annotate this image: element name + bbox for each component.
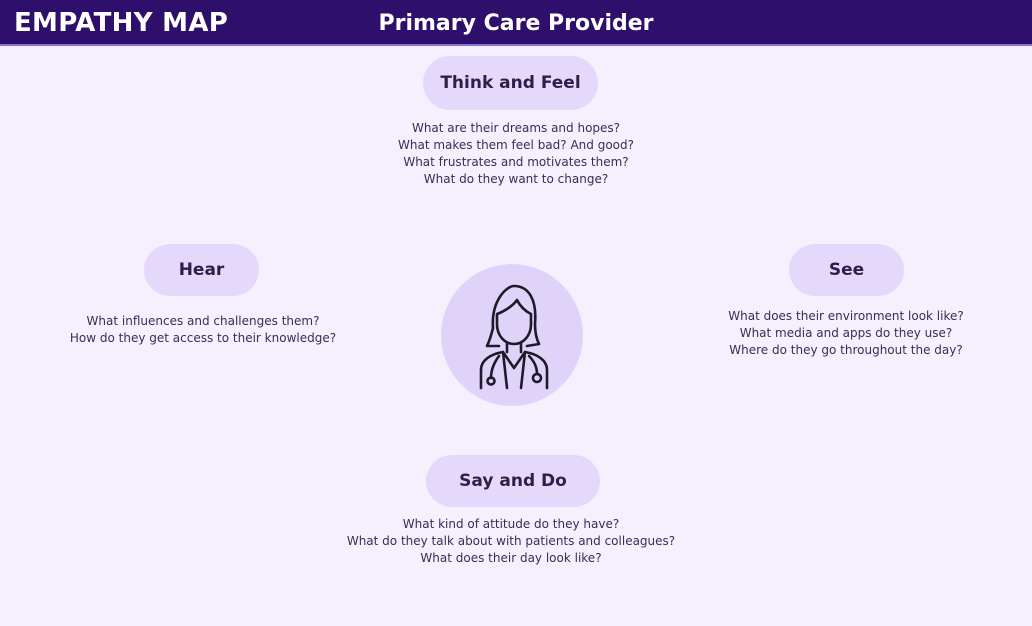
hear-questions: What influences and challenges them? How… [28, 313, 378, 347]
question: What do they talk about with patients an… [346, 534, 676, 548]
question: What does their environment look like? [728, 309, 964, 323]
map-title: EMPATHY MAP [14, 8, 229, 38]
header-bar: EMPATHY MAP Primary Care Provider [0, 0, 1032, 46]
say-do-label: Say and Do [426, 455, 600, 507]
question: What does their day look like? [420, 551, 602, 565]
question: What kind of attitude do they have? [402, 517, 620, 531]
see-label: See [789, 244, 904, 296]
question: How do they get access to their knowledg… [69, 331, 337, 345]
question: What are their dreams and hopes? [411, 121, 621, 135]
question: What do they want to change? [423, 172, 609, 186]
say-do-questions: What kind of attitude do they have? What… [296, 516, 726, 567]
persona-avatar [441, 264, 583, 406]
question: What media and apps do they use? [739, 326, 953, 340]
question: What influences and challenges them? [86, 314, 320, 328]
question: What frustrates and motivates them? [403, 155, 629, 169]
persona-title: Primary Care Provider [378, 11, 654, 36]
question: What makes them feel bad? And good? [398, 138, 634, 152]
question: Where do they go throughout the day? [729, 343, 963, 357]
doctor-icon [479, 284, 549, 390]
hear-label: Hear [144, 244, 259, 296]
see-questions: What does their environment look like? W… [686, 308, 1006, 359]
think-feel-questions: What are their dreams and hopes? What ma… [316, 120, 716, 188]
think-feel-label: Think and Feel [423, 56, 598, 110]
